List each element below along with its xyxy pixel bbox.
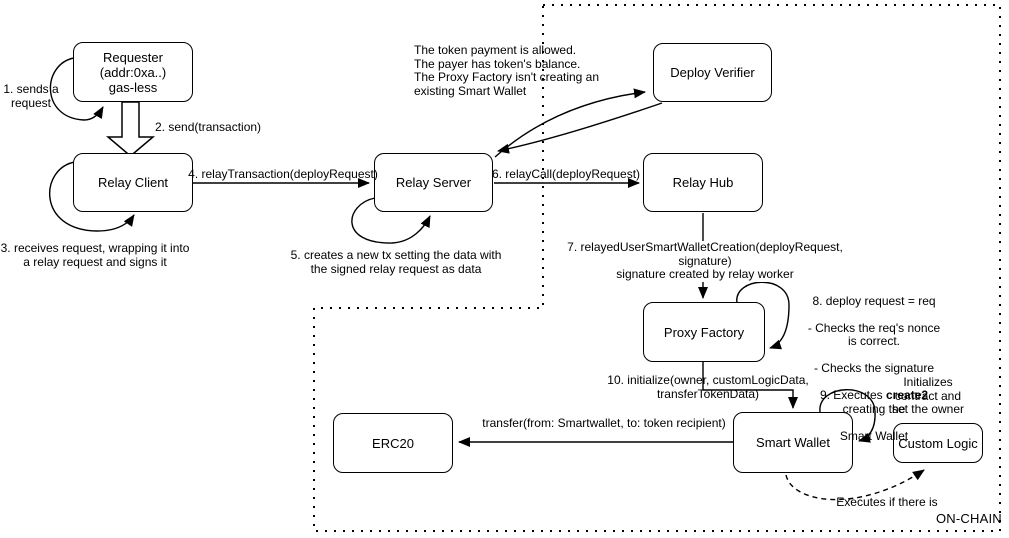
verifier-checks-note: The token payment is allowed. The payer … — [414, 43, 600, 98]
node-proxy-factory: Proxy Factory — [643, 302, 765, 362]
step-8-line3: - Checks the signature — [813, 361, 935, 375]
transfer-label: transfer(from: Smartwallet, to: token re… — [479, 416, 729, 431]
executes-dashed-arrow — [785, 469, 925, 501]
node-deploy-verifier: Deploy Verifier — [653, 43, 772, 102]
proxy-factory-self-loop-arrow — [736, 281, 790, 350]
relay-client-self-loop-arrow — [48, 161, 135, 232]
step-8-line2: - Checks the req's nonce is correct. — [807, 320, 941, 348]
onchain-region-label: ON-CHAIN — [936, 511, 1002, 526]
requester-self-loop-arrow — [49, 57, 104, 121]
executes-note: Executes if there is — [836, 495, 938, 509]
send-transaction-block-arrow — [105, 101, 156, 157]
node-relay-server: Relay Server — [374, 153, 493, 212]
initializes-note: Initializes contract and set the owner — [891, 375, 965, 416]
node-custom-logic: Custom Logic — [893, 423, 983, 463]
relay-server-self-loop-arrow — [351, 197, 431, 244]
smart-wallet-self-loop-arrow — [819, 389, 876, 443]
step-2-label: 2. send(transaction) — [155, 120, 262, 134]
node-erc20: ERC20 — [333, 413, 453, 473]
create2-keyword: create2 — [886, 388, 929, 402]
step-5-label: 5. creates a new tx setting the data wit… — [290, 248, 502, 276]
step-8-line1: 8. deploy request = req — [812, 293, 936, 308]
node-relay-client: Relay Client — [73, 153, 193, 212]
step-10-label: 10. initialize(owner, customLogicData, t… — [607, 373, 809, 401]
node-requester: Requester (addr:0xa..) gas-less — [73, 42, 193, 102]
step-6-label: 6. relayCall(deployRequest) — [491, 167, 641, 181]
step-9-line2: Smart Wallet — [839, 428, 909, 443]
node-smart-wallet: Smart Wallet — [733, 412, 853, 473]
verifier-to-relay-server-arrow — [497, 102, 663, 154]
step-3-label: 3. receives request, wrapping it into a … — [0, 241, 190, 269]
initialize-elbow-arrow — [702, 362, 798, 409]
step-1-label: 1. sends a request — [3, 82, 59, 110]
step-4-label: 4. relayTransaction(deployRequest) — [188, 167, 378, 181]
step-7-label: 7. relayedUserSmartWalletCreation(deploy… — [553, 240, 857, 282]
node-relay-hub: Relay Hub — [643, 153, 763, 212]
step-8-9-label: 8. deploy request = req - Checks the req… — [807, 281, 942, 457]
step-9-line1: 9. Executes create2 creating the — [819, 388, 929, 416]
